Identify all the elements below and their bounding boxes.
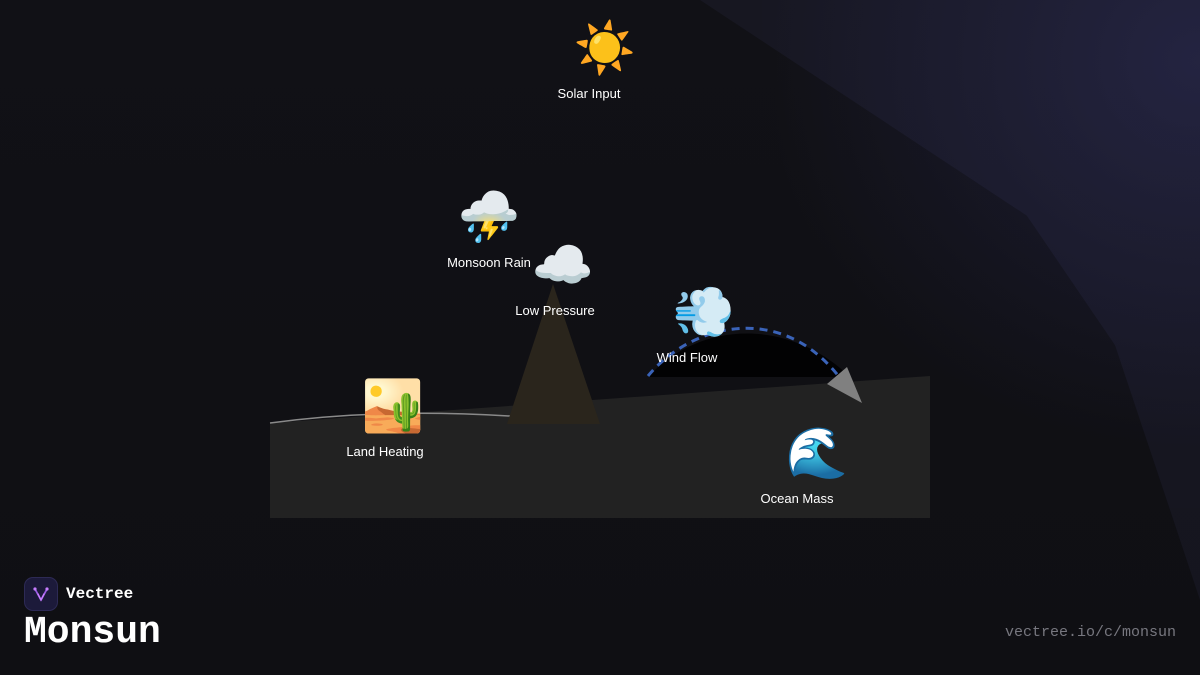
node-label: Monsoon Rain bbox=[447, 255, 531, 270]
brand-header: Vectree bbox=[24, 577, 133, 611]
node-label: Wind Flow bbox=[656, 350, 718, 365]
node-monsoon-rain: ⛈️ Monsoon Rain bbox=[447, 189, 531, 270]
wind-icon: 💨 bbox=[672, 284, 736, 340]
node-land-heating: 🏜️ Land Heating bbox=[346, 378, 425, 459]
mountain-shape bbox=[507, 284, 600, 424]
node-label: Land Heating bbox=[346, 444, 424, 459]
wind-flow-arrow bbox=[646, 326, 842, 379]
node-label: Low Pressure bbox=[515, 303, 595, 318]
node-label: Solar Input bbox=[557, 86, 621, 101]
storm-cloud-icon: ⛈️ bbox=[457, 189, 521, 245]
wave-icon: 🌊 bbox=[785, 425, 849, 481]
footer-url-link[interactable]: vectree.io/c/monsun bbox=[1004, 624, 1176, 641]
terrain-ground bbox=[270, 376, 930, 518]
wind-flow-arrowhead bbox=[827, 367, 862, 403]
node-wind-flow: 💨 Wind Flow bbox=[657, 284, 736, 365]
brand-name: Vectree bbox=[66, 585, 134, 603]
page-title: Monsun bbox=[24, 611, 161, 654]
sun-icon: ☀️ bbox=[573, 20, 637, 76]
node-ocean-mass: 🌊 Ocean Mass bbox=[761, 425, 849, 506]
vectree-logo-icon bbox=[24, 577, 58, 611]
land-surface-line bbox=[269, 412, 511, 424]
node-low-pressure: ☁️ Low Pressure bbox=[515, 237, 595, 318]
desert-icon: 🏜️ bbox=[361, 378, 425, 434]
wind-shadow-region bbox=[648, 333, 850, 377]
node-label: Ocean Mass bbox=[760, 491, 834, 506]
node-solar-input: ☀️ Solar Input bbox=[558, 20, 637, 101]
cloud-icon: ☁️ bbox=[531, 237, 595, 293]
